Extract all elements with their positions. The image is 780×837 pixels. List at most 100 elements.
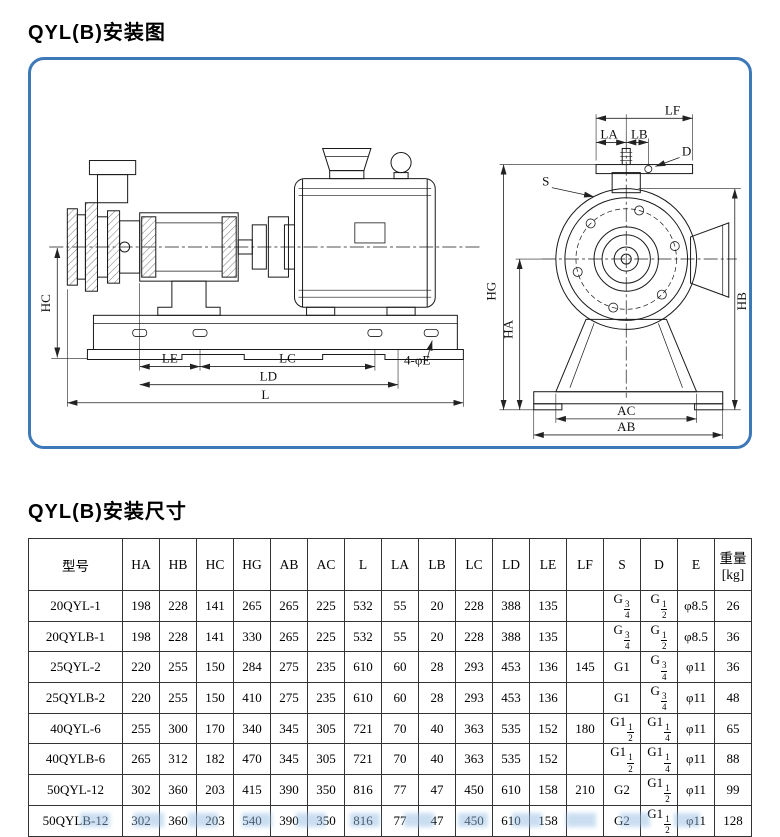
value-cell: 293 — [455, 682, 493, 714]
value-cell: 47 — [418, 774, 456, 806]
value-cell: 265 — [270, 590, 308, 622]
value-cell: 350 — [307, 774, 345, 806]
value-cell: 610 — [492, 804, 530, 837]
value-cell: 170 — [196, 712, 234, 745]
value-cell: 145 — [566, 651, 604, 684]
value-cell: 47 — [418, 804, 456, 837]
value-cell — [566, 620, 604, 653]
value-cell: 135 — [529, 620, 567, 653]
column-header: AB — [270, 538, 308, 591]
table-title: QYL(B)安装尺寸 — [28, 501, 187, 523]
model-cell: 50QYLB-12 — [28, 804, 123, 837]
value-cell: 275 — [270, 682, 308, 714]
dim-label-lc: LC — [279, 351, 296, 366]
value-cell: 450 — [455, 774, 493, 806]
value-cell: 228 — [455, 620, 493, 653]
value-cell — [566, 804, 604, 837]
value-cell: φ11 — [677, 804, 715, 837]
column-header: HG — [233, 538, 271, 591]
dim-label-s: S — [542, 174, 549, 189]
value-cell: 610 — [344, 682, 382, 714]
value-cell: 210 — [566, 774, 604, 806]
column-header: D — [640, 538, 678, 591]
value-cell: 77 — [381, 804, 419, 837]
value-cell: 363 — [455, 712, 493, 745]
value-cell: 312 — [159, 743, 197, 776]
value-cell: G1 — [603, 682, 641, 714]
value-cell: 453 — [492, 651, 530, 684]
installation-diagram: LE LC LD L 4-φE HC LF LA LB D S HG HA HB… — [38, 102, 749, 439]
dim-label-hc: HC — [38, 294, 53, 312]
diagram-title: QYL(B)安装图 — [28, 22, 166, 44]
value-cell: 235 — [307, 651, 345, 684]
value-cell: 388 — [492, 590, 530, 622]
value-cell: G2 — [603, 804, 641, 837]
value-cell: 410 — [233, 682, 271, 714]
value-cell: 60 — [381, 682, 419, 714]
value-cell: 158 — [529, 804, 567, 837]
side-view — [49, 147, 482, 361]
dim-label-holes: 4-φE — [404, 353, 430, 368]
value-cell: 532 — [344, 620, 382, 653]
value-cell: 540 — [233, 804, 271, 837]
value-cell: 300 — [159, 712, 197, 745]
model-cell: 25QYL-2 — [28, 651, 123, 684]
value-cell: 721 — [344, 743, 382, 776]
value-cell: 305 — [307, 712, 345, 745]
front-view — [533, 138, 737, 411]
value-cell: 330 — [233, 620, 271, 653]
column-header: E — [677, 538, 715, 591]
column-header: LB — [418, 538, 456, 591]
value-cell: φ11 — [677, 651, 715, 684]
value-cell: 36 — [714, 651, 752, 684]
value-cell: 235 — [307, 682, 345, 714]
value-cell: 40 — [418, 743, 456, 776]
value-cell: 721 — [344, 712, 382, 745]
value-cell: 360 — [159, 804, 197, 837]
value-cell: 70 — [381, 743, 419, 776]
dim-label-la: LA — [600, 126, 618, 141]
dim-label-hg: HG — [484, 281, 499, 300]
dim-label-d: D — [682, 143, 691, 158]
value-cell: 60 — [381, 651, 419, 684]
value-cell: 220 — [122, 682, 160, 714]
value-cell: 305 — [307, 743, 345, 776]
dim-label-le: LE — [162, 351, 178, 366]
dim-label-ac: AC — [617, 403, 635, 418]
value-cell: φ8.5 — [677, 590, 715, 622]
value-cell: 48 — [714, 682, 752, 714]
value-cell: 265 — [270, 620, 308, 653]
value-cell: 40 — [418, 712, 456, 745]
value-cell: 180 — [566, 712, 604, 745]
value-cell: 816 — [344, 804, 382, 837]
value-cell: 345 — [270, 743, 308, 776]
value-cell: 363 — [455, 743, 493, 776]
diagram-panel: LE LC LD L 4-φE HC LF LA LB D S HG HA HB… — [28, 57, 752, 449]
value-cell: 255 — [122, 712, 160, 745]
value-cell: 150 — [196, 682, 234, 714]
value-cell: 198 — [122, 590, 160, 622]
dim-label-hb: HB — [734, 292, 749, 310]
dim-label-ha: HA — [501, 319, 516, 338]
value-cell: 141 — [196, 590, 234, 622]
